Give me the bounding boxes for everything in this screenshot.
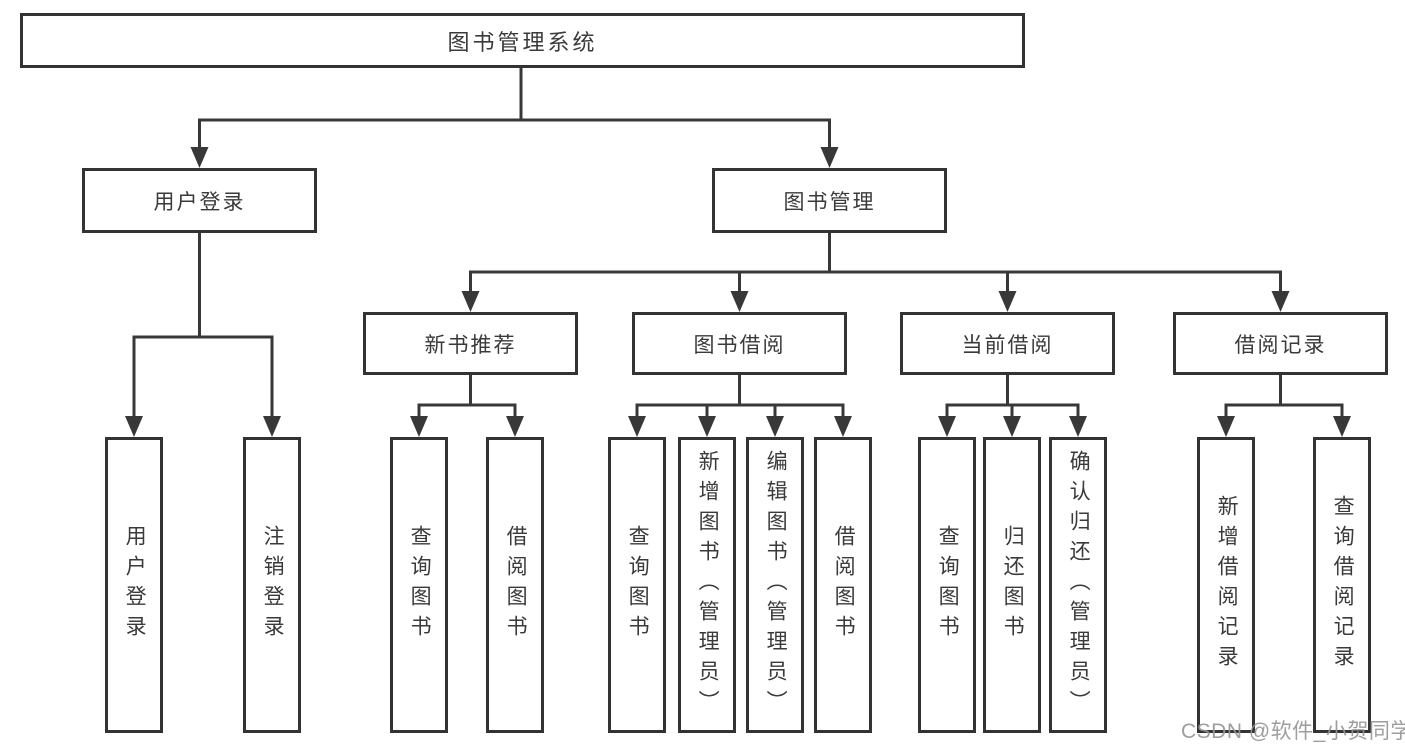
node-label: 图书借阅 [693, 333, 786, 357]
arrowhead [263, 416, 281, 437]
node-label: 新增图书（管理员） [696, 450, 720, 720]
arrowhead [125, 416, 143, 437]
node-library-system: 图书管理系统 [20, 13, 1025, 68]
arrowhead [1333, 416, 1351, 437]
leaf-records-add-record: 新增借阅记录 [1197, 437, 1255, 733]
leaf-current-confirm-return-admin: 确认归还（管理员） [1049, 437, 1107, 733]
arrowhead [1003, 416, 1021, 437]
leaf-current-query-books: 查询图书 [918, 437, 976, 733]
leaf-records-query-record: 查询借阅记录 [1313, 437, 1371, 733]
node-label: 归还图书 [1001, 525, 1025, 645]
arrowhead [998, 291, 1017, 312]
node-label: 用户登录 [123, 525, 147, 645]
node-label: 图书管理 [783, 190, 876, 214]
arrowhead [410, 416, 428, 437]
node-book-management: 图书管理 [712, 168, 947, 233]
arrowhead [1271, 291, 1290, 312]
arrowhead [834, 416, 852, 437]
node-label: 图书管理系统 [447, 29, 598, 55]
leaf-current-return-books: 归还图书 [983, 437, 1041, 733]
node-label: 确认归还（管理员） [1067, 450, 1091, 720]
arrowhead [820, 147, 839, 168]
arrowhead [628, 416, 646, 437]
leaf-recommend-borrow-books: 借阅图书 [486, 437, 544, 733]
node-label: 查询图书 [626, 525, 650, 645]
node-current-borrowing: 当前借阅 [900, 312, 1115, 375]
node-label: 用户登录 [153, 190, 246, 214]
connector-user-login-to-leaves [125, 231, 281, 437]
arrowhead [1069, 416, 1087, 437]
connector-book-borrow-to-leaves [628, 373, 852, 437]
node-label: 借阅记录 [1234, 333, 1327, 357]
arrowhead [766, 416, 784, 437]
node-label: 注销登录 [261, 525, 285, 645]
leaf-borrowing-borrow-books: 借阅图书 [814, 437, 872, 733]
connector-current-borrow-to-leaves [938, 373, 1087, 437]
arrowhead [730, 291, 749, 312]
node-label: 新增借阅记录 [1215, 495, 1239, 675]
arrowhead [938, 416, 956, 437]
leaf-user-login: 用户登录 [105, 437, 163, 733]
node-label: 借阅图书 [504, 525, 528, 645]
node-label: 当前借阅 [961, 333, 1054, 357]
connector-new-books-to-leaves [410, 373, 524, 437]
connector-borrow-records-to-leaves [1217, 373, 1351, 437]
node-new-book-recommend: 新书推荐 [363, 312, 578, 375]
connector-book-mgmt-to-level3 [461, 231, 1290, 312]
arrowhead [461, 291, 480, 312]
node-label: 查询图书 [936, 525, 960, 645]
arrowhead [698, 416, 716, 437]
leaf-logout: 注销登录 [243, 437, 301, 733]
node-label: 编辑图书（管理员） [764, 450, 788, 720]
arrowhead [506, 416, 524, 437]
leaf-borrowing-query-books: 查询图书 [608, 437, 666, 733]
node-borrow-records: 借阅记录 [1173, 312, 1388, 375]
node-label: 查询借阅记录 [1331, 495, 1355, 675]
node-label: 查询图书 [408, 525, 432, 645]
node-label: 借阅图书 [832, 525, 856, 645]
arrowhead [190, 147, 209, 168]
node-book-borrowing: 图书借阅 [632, 312, 847, 375]
leaf-borrowing-add-books-admin: 新增图书（管理员） [678, 437, 736, 733]
leaf-recommend-query-books: 查询图书 [390, 437, 448, 733]
csdn-watermark: CSDN @软件_小贺同学 [1181, 720, 1405, 743]
node-user-login: 用户登录 [82, 168, 317, 233]
leaf-borrowing-edit-books-admin: 编辑图书（管理员） [746, 437, 804, 733]
arrowhead [1217, 416, 1235, 437]
connector-root-to-level2 [190, 65, 839, 168]
node-label: 新书推荐 [424, 333, 517, 357]
